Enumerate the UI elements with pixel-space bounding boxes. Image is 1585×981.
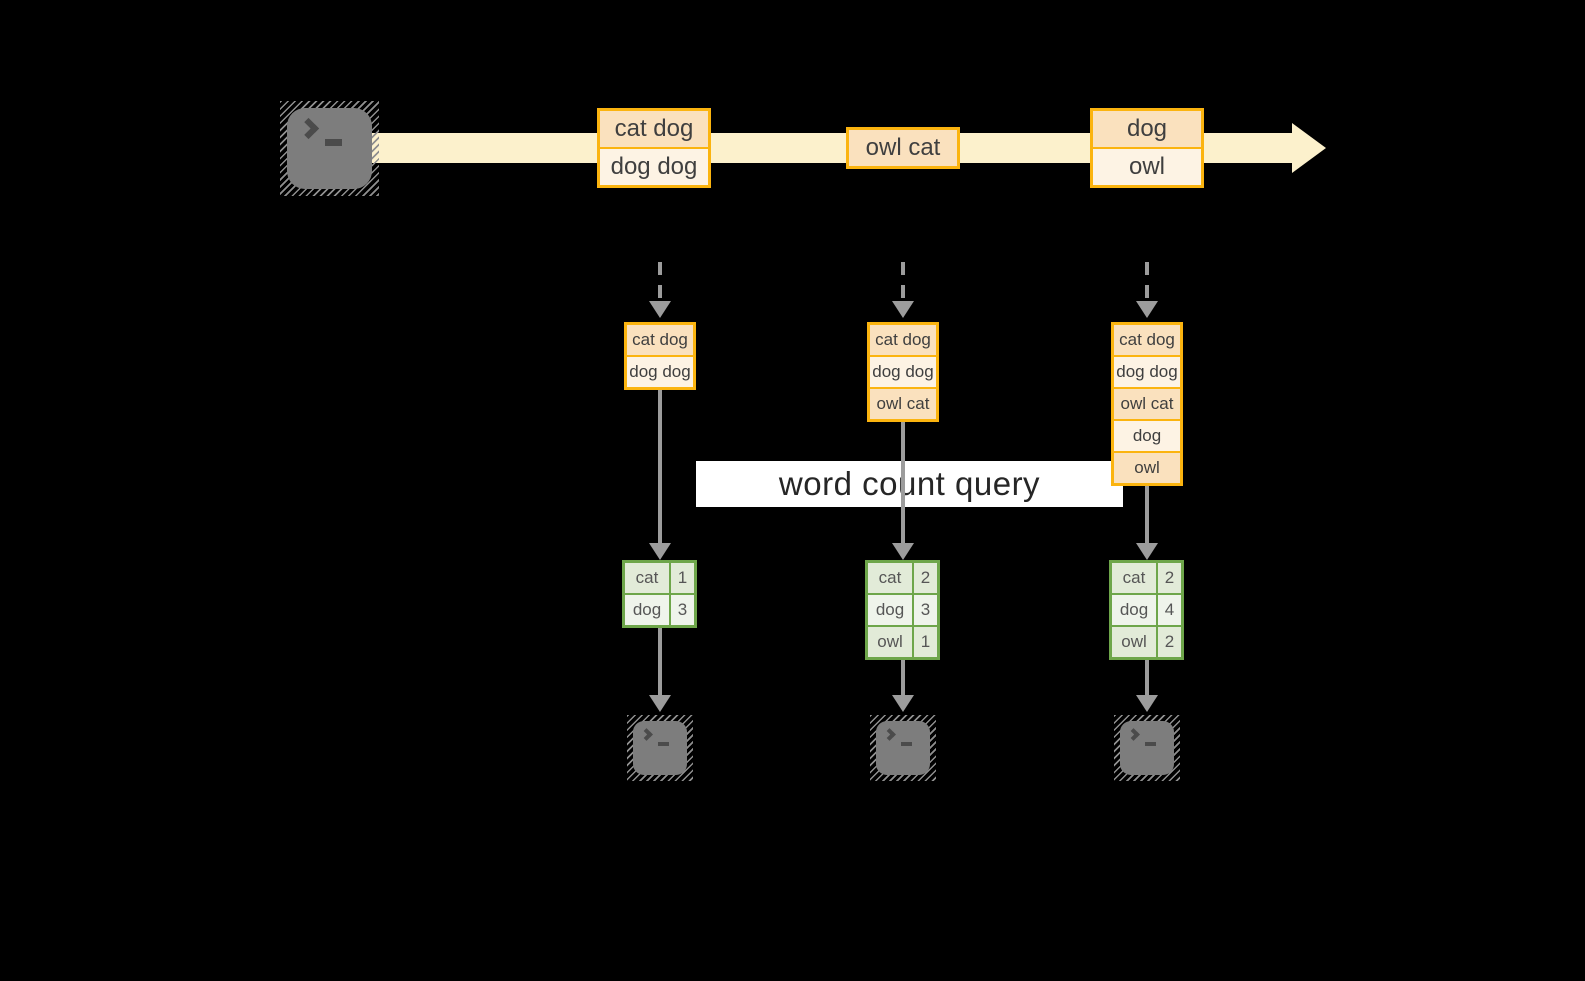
microbatch-input-box: cat dog dog dog owl cat dog owl [1111,322,1183,486]
input-line: dog [1114,421,1180,451]
batch-line: cat dog [600,111,708,147]
word-count-row: dog 3 [625,595,694,625]
terminal-prompt-icon [1127,728,1140,741]
batch-line: dog dog [600,149,708,185]
query-arrowhead-icon [1136,543,1158,560]
output-arrow [1145,660,1149,696]
terminal-screen [1120,721,1174,775]
terminal-screen [633,721,687,775]
word-count-row: owl 1 [868,627,937,657]
word-count-row: cat 1 [625,563,694,593]
terminal-cursor-icon [901,742,912,746]
batch-line: dog [1093,111,1201,147]
word-cell: owl [868,627,912,657]
terminal-cursor-icon [658,742,669,746]
query-arrow [658,390,662,545]
input-line: dog dog [870,357,936,387]
input-line: owl cat [870,389,936,419]
terminal-screen [287,108,372,189]
query-arrow [901,422,905,545]
input-line: owl cat [1114,389,1180,419]
word-count-table: cat 2 dog 3 owl 1 [865,560,940,660]
microbatch-input-box: cat dog dog dog owl cat [867,322,939,422]
input-line: dog dog [627,357,693,387]
word-count-table: cat 2 dog 4 owl 2 [1109,560,1184,660]
terminal-prompt-icon [883,728,896,741]
terminal-screen [876,721,930,775]
stream-timeline-arrowhead [1292,123,1326,173]
stream-batch: owl cat [846,127,960,169]
word-count-row: dog 4 [1112,595,1181,625]
word-cell: cat [625,563,669,593]
count-cell: 3 [914,595,937,625]
word-cell: owl [1112,627,1156,657]
stream-batch: cat dog dog dog [597,108,711,188]
terminal-prompt-icon [640,728,653,741]
word-cell: dog [868,595,912,625]
word-count-row: dog 3 [868,595,937,625]
batch-line: owl cat [849,130,957,166]
output-arrowhead-icon [1136,695,1158,712]
source-terminal-icon [280,101,379,196]
ingest-arrowhead-icon [1136,301,1158,318]
word-count-row: cat 2 [1112,563,1181,593]
output-arrow [901,660,905,696]
input-line: cat dog [627,325,693,355]
ingest-arrow-dashed [1145,262,1149,300]
query-arrowhead-icon [892,543,914,560]
count-cell: 2 [914,563,937,593]
input-line: cat dog [1114,325,1180,355]
input-line: cat dog [870,325,936,355]
word-cell: cat [1112,563,1156,593]
word-count-row: owl 2 [1112,627,1181,657]
word-count-query-banner: word count query [696,461,1123,507]
terminal-cursor-icon [1145,742,1156,746]
query-arrowhead-icon [649,543,671,560]
ingest-arrow-dashed [901,262,905,300]
microbatch-input-box: cat dog dog dog [624,322,696,390]
sink-terminal-icon [1114,715,1180,781]
query-arrow [1145,486,1149,545]
word-cell: dog [625,595,669,625]
count-cell: 2 [1158,627,1181,657]
count-cell: 1 [914,627,937,657]
word-cell: dog [1112,595,1156,625]
terminal-prompt-icon [297,117,320,140]
output-arrow [658,628,662,696]
word-count-table: cat 1 dog 3 [622,560,697,628]
ingest-arrowhead-icon [892,301,914,318]
output-arrowhead-icon [892,695,914,712]
stream-batch: dog owl [1090,108,1204,188]
count-cell: 3 [671,595,694,625]
word-count-row: cat 2 [868,563,937,593]
output-arrowhead-icon [649,695,671,712]
count-cell: 1 [671,563,694,593]
ingest-arrow-dashed [658,262,662,300]
word-count-query-label: word count query [778,465,1041,502]
word-cell: cat [868,563,912,593]
input-line: dog dog [1114,357,1180,387]
ingest-arrowhead-icon [649,301,671,318]
batch-line: owl [1093,149,1201,185]
input-line: owl [1114,453,1180,483]
terminal-cursor-icon [325,139,342,146]
count-cell: 2 [1158,563,1181,593]
sink-terminal-icon [870,715,936,781]
sink-terminal-icon [627,715,693,781]
count-cell: 4 [1158,595,1181,625]
